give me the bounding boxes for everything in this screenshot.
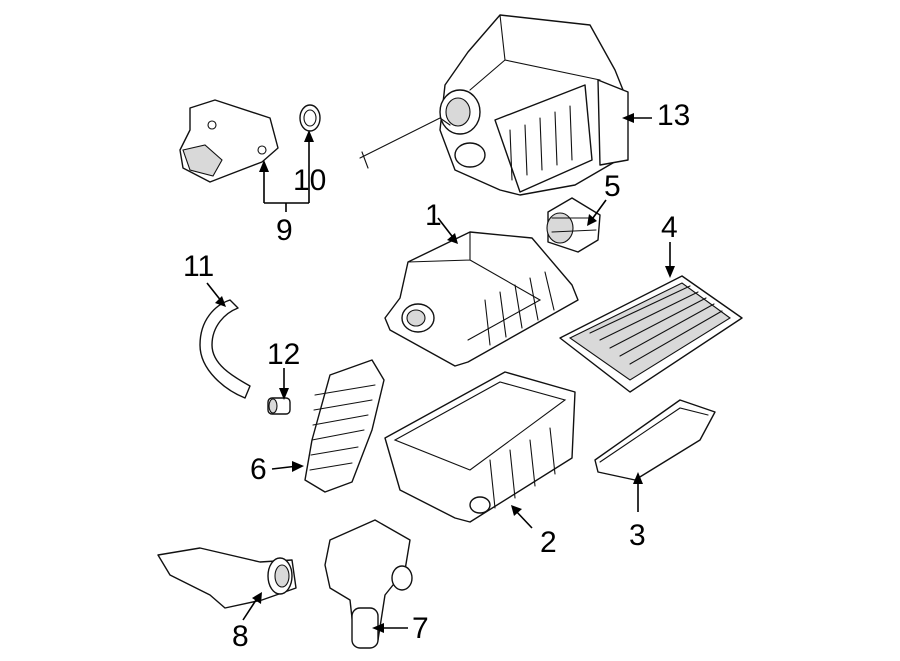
lower-duct: [157, 547, 297, 609]
leader-9: [263, 165, 310, 212]
callout-2: 2: [540, 526, 557, 559]
air-filter-element: [559, 275, 743, 393]
callout-12: 12: [267, 338, 300, 371]
sensor: [267, 397, 291, 415]
callout-10: 10: [293, 164, 326, 197]
air-cleaner-assembly: [359, 14, 629, 196]
hose: [199, 299, 251, 399]
callout-3: 3: [629, 519, 646, 552]
callout-1: 1: [425, 199, 442, 232]
grommet: [546, 197, 601, 253]
callout-11: 11: [183, 250, 214, 283]
air-cleaner-housing: [384, 371, 576, 523]
callout-13: 13: [657, 99, 690, 132]
callout-labels: 1 2 3 4 5 6 7 8 9 10 11 12 13: [183, 99, 690, 653]
callout-6: 6: [250, 453, 267, 486]
callout-7: 7: [412, 612, 429, 645]
leader-lines: [206, 117, 671, 629]
arrowheads: [215, 113, 675, 633]
intake-duct: [179, 99, 279, 183]
o-ring-seal: [299, 104, 321, 132]
bracket: [594, 399, 716, 481]
intake-hose: [304, 359, 385, 493]
callout-4: 4: [661, 211, 678, 244]
air-cleaner-cover: [384, 231, 579, 367]
leader-8: [242, 596, 259, 621]
callout-8: 8: [232, 620, 249, 653]
callout-5: 5: [604, 170, 621, 203]
leader-2: [514, 509, 533, 529]
resonator: [324, 519, 413, 649]
callout-9: 9: [276, 214, 293, 247]
